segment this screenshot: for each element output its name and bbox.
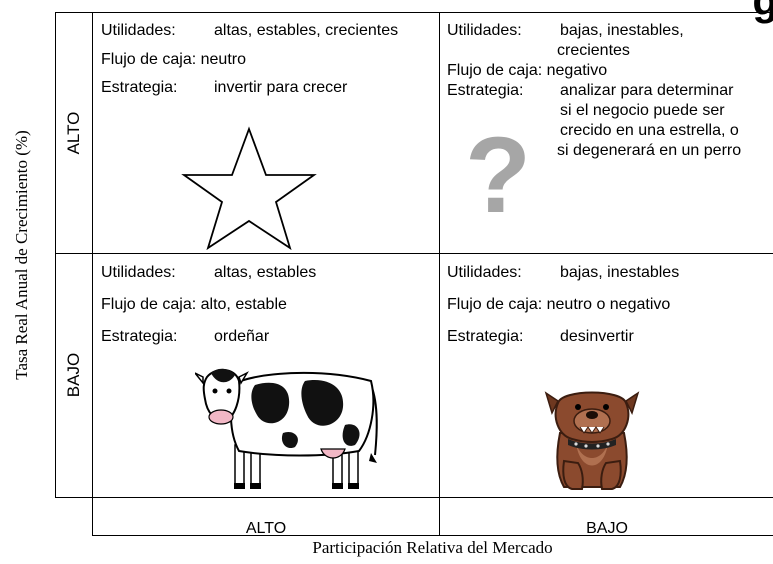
question-flujo-key: Flujo de caja: <box>447 62 543 79</box>
col-label-bajo: BAJO <box>586 520 628 537</box>
question-utilidades-value-1: bajas, inestables, <box>560 22 684 39</box>
star-estrategia-key: Estrategia: <box>101 79 178 96</box>
grid-line-middle <box>55 253 773 254</box>
x-axis-label: Participación Relativa del Mercado <box>312 538 553 557</box>
cow-utilidades-key: Utilidades: <box>101 264 176 281</box>
grid-line-left <box>55 12 56 498</box>
dog-flujo-key: Flujo de caja: <box>447 296 543 313</box>
dog-estrategia-value: desinvertir <box>560 328 634 345</box>
star-utilidades-value: altas, estables, crecientes <box>214 22 399 39</box>
star-icon <box>181 126 317 250</box>
question-flujo-value: negativo <box>546 62 608 79</box>
star-flujo-value: neutro <box>200 51 246 68</box>
row-label-alto-text: ALTO <box>63 111 83 154</box>
cow-estrategia-key: Estrategia: <box>101 328 178 345</box>
question-estrategia-value-3: crecido en una estrella, o <box>560 122 739 139</box>
y-axis-label: Tasa Real Anual de Crecimiento (%) <box>12 130 31 380</box>
question-utilidades-value-2: crecientes <box>557 42 630 59</box>
question-mark-icon: ? <box>465 114 531 235</box>
grid-line-bottom <box>55 497 773 498</box>
cell-dog: Utilidades: bajas, inestables Flujo de ca… <box>447 263 772 495</box>
question-estrategia-key: Estrategia: <box>447 82 524 99</box>
star-utilidades-key: Utilidades: <box>101 22 176 39</box>
col-label-alto: ALTO <box>245 520 287 537</box>
row-label-bajo-text: BAJO <box>63 352 83 398</box>
dog-utilidades-value: bajas, inestables <box>560 264 680 281</box>
dog-flujo-value: neutro o negativo <box>546 296 671 313</box>
grid-line-footer <box>92 535 773 536</box>
question-estrategia-value-1: analizar para determinar <box>560 82 734 99</box>
grid-line-top <box>55 12 773 13</box>
question-estrategia-value-2: si el negocio puede ser <box>560 102 725 119</box>
row-label-alto: ALTO <box>55 12 92 253</box>
dog-estrategia-key: Estrategia: <box>447 328 524 345</box>
cow-utilidades-value: altas, estables <box>214 264 317 281</box>
y-axis-label-area: Tasa Real Anual de Crecimiento (%) <box>0 0 44 500</box>
dog-utilidades-key: Utilidades: <box>447 264 522 281</box>
star-flujo-key: Flujo de caja: <box>101 51 197 68</box>
row-label-bajo: BAJO <box>55 253 92 497</box>
cell-cash-cow: Utilidades: altas, estables Flujo de caja… <box>101 263 436 495</box>
grid-line-center <box>439 12 440 536</box>
cell-star: Utilidades: altas, estables, crecientes F… <box>101 21 436 251</box>
bulldog-icon <box>544 391 640 490</box>
question-estrategia-value-4: si degenerará en un perro <box>557 142 742 159</box>
grid-line-rowlabel <box>92 12 93 536</box>
cow-estrategia-value: ordeñar <box>214 328 270 345</box>
cell-question-mark: Utilidades: bajas, inestables, crecientes… <box>447 21 772 251</box>
cow-flujo-key: Flujo de caja: <box>101 296 197 313</box>
cow-icon <box>195 368 378 489</box>
question-utilidades-key: Utilidades: <box>447 22 522 39</box>
star-estrategia-value: invertir para crecer <box>214 79 348 96</box>
cow-flujo-value: alto, estable <box>200 296 287 313</box>
bcg-matrix: ALTO BAJO Utilidades: altas, estables, cr… <box>55 12 773 537</box>
